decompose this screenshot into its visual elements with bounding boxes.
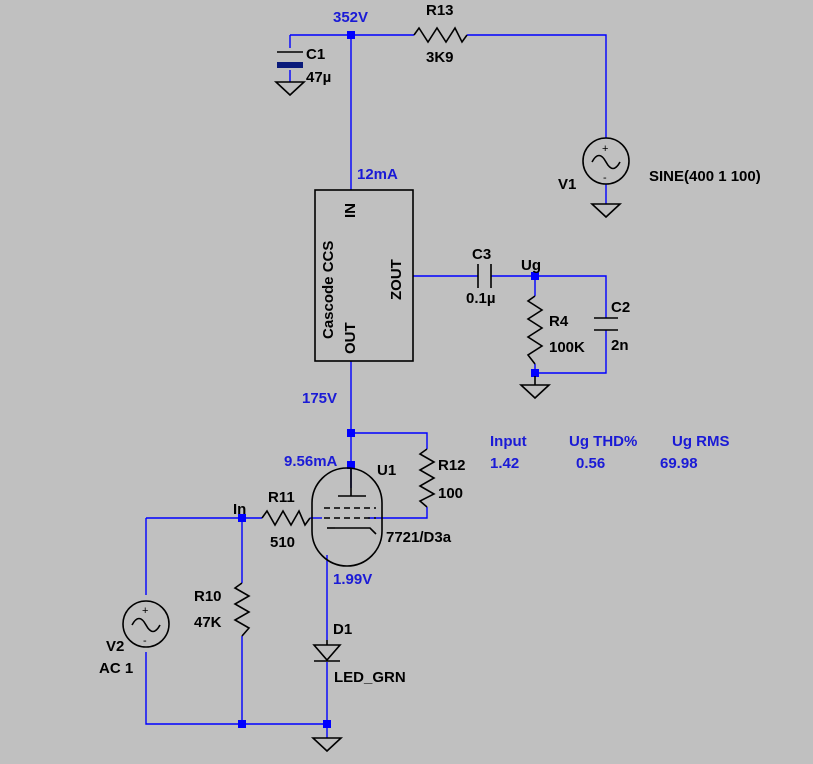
resistor-r13[interactable] — [413, 26, 468, 44]
capacitor-c2[interactable] — [594, 317, 618, 331]
ref-r11: R11 — [268, 489, 295, 506]
junction-dot — [238, 514, 246, 522]
value-v2: AC 1 — [99, 660, 133, 677]
labels: 352V 12mA 175V 9.56mA 1.99V Ug In R13 3K… — [99, 2, 761, 686]
ground-icon — [310, 737, 344, 753]
value-r4: 100K — [549, 339, 585, 356]
value-r12: 100 — [438, 485, 463, 502]
ref-u1: U1 — [377, 462, 396, 479]
value-c3: 0.1µ — [466, 290, 496, 307]
ref-c2: C2 — [611, 299, 630, 316]
wire-c2-bottom — [535, 330, 607, 374]
diode-d1[interactable] — [312, 640, 342, 662]
ref-r12: R12 — [438, 457, 466, 474]
node-label-ug: Ug — [521, 257, 541, 274]
result-value-thd: 0.56 — [576, 455, 605, 472]
wire-r12-loop — [351, 432, 428, 449]
node-label-175v: 175V — [302, 390, 337, 407]
value-v1: SINE(400 1 100) — [649, 168, 761, 185]
ccs-pin-zout: ZOUT — [388, 259, 405, 300]
result-value-input: 1.42 — [490, 455, 519, 472]
plus-sign: + — [142, 605, 148, 617]
junctions — [238, 31, 539, 728]
result-value-rms: 69.98 — [660, 455, 698, 472]
node-label-12ma: 12mA — [357, 166, 398, 183]
node-label-352v: 352V — [333, 9, 368, 26]
ground-icon — [589, 203, 623, 219]
ref-c1: C1 — [306, 46, 325, 63]
ref-d1: D1 — [333, 621, 352, 638]
capacitor-c1[interactable] — [277, 51, 303, 68]
node-label-1-99v: 1.99V — [333, 571, 372, 588]
wires — [145, 34, 607, 738]
ground-icon — [273, 81, 307, 97]
wire-r13-to-v1 — [467, 34, 607, 138]
value-r10: 47K — [194, 614, 222, 631]
resistor-r12[interactable] — [418, 448, 436, 508]
value-c2: 2n — [611, 337, 629, 354]
junction-dot — [531, 369, 539, 377]
resistor-r4[interactable] — [526, 295, 544, 365]
ref-r13: R13 — [426, 2, 454, 19]
tube-cathode — [335, 527, 377, 535]
junction-dot — [531, 272, 539, 280]
junction-dot — [347, 31, 355, 39]
result-header-rms: Ug RMS — [672, 433, 730, 450]
voltage-source-v2[interactable]: + - — [122, 600, 170, 648]
junction-dot — [238, 720, 246, 728]
minus-sign: - — [143, 635, 147, 647]
node-label-9-56ma: 9.56mA — [284, 453, 338, 470]
ccs-pin-out: OUT — [342, 322, 359, 354]
node-label-in: In — [233, 501, 246, 518]
ccs-pin-in: IN — [342, 203, 359, 218]
ref-r4: R4 — [549, 313, 569, 330]
source-circle — [582, 137, 630, 185]
sine-wave-icon — [131, 617, 161, 633]
triode-u1[interactable] — [311, 467, 383, 567]
value-r13: 3K9 — [426, 49, 454, 66]
result-header-input: Input — [490, 433, 527, 450]
value-c1: 47µ — [306, 69, 331, 86]
value-r11: 510 — [270, 534, 295, 551]
ref-r10: R10 — [194, 588, 222, 605]
junction-dot — [347, 461, 355, 469]
ground-icon — [518, 384, 552, 400]
ccs-title: Cascode CCS — [320, 241, 337, 339]
source-circle — [122, 600, 170, 648]
value-d1: LED_GRN — [334, 669, 406, 686]
capacitor-plate-polarized — [277, 62, 303, 68]
tube-envelope — [311, 467, 383, 567]
sine-wave-icon — [591, 154, 621, 170]
ground-icons — [273, 81, 623, 753]
plus-sign: + — [602, 143, 608, 155]
value-u1: 7721/D3a — [386, 529, 452, 546]
junction-dot — [347, 429, 355, 437]
junction-dot — [323, 720, 331, 728]
voltage-source-v1[interactable]: + - — [582, 137, 630, 185]
ref-v1: V1 — [558, 176, 576, 193]
wire-r12-to-triode — [368, 507, 428, 519]
diode-triangle — [312, 644, 342, 662]
minus-sign: - — [603, 172, 607, 184]
result-header-thd: Ug THD% — [569, 433, 637, 450]
capacitor-c3[interactable] — [477, 264, 492, 288]
resistor-r11[interactable] — [261, 509, 311, 527]
wire-c3-to-ug — [491, 275, 607, 318]
wire-v2-bottom — [145, 652, 327, 725]
ccs-block[interactable] — [314, 189, 414, 362]
resistor-r10[interactable] — [233, 582, 251, 637]
ref-v2: V2 — [106, 638, 124, 655]
ref-c3: C3 — [472, 246, 491, 263]
